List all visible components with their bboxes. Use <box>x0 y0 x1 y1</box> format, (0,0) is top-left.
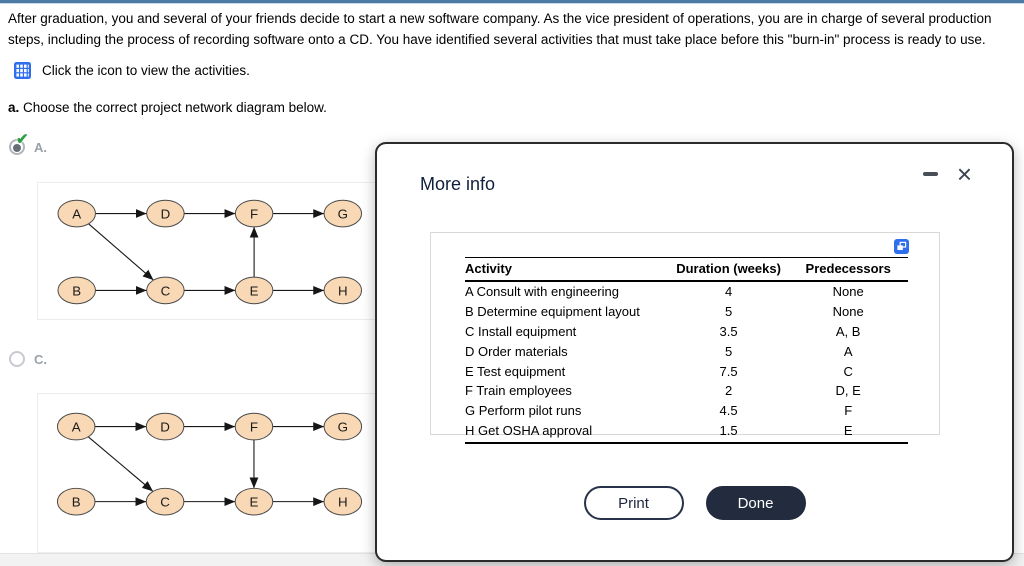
table-row: F Train employees 2 D, E <box>465 381 908 401</box>
table-row: B Determine equipment layout 5 None <box>465 302 908 322</box>
svg-text:C: C <box>160 495 170 510</box>
svg-text:D: D <box>161 207 171 222</box>
close-icon[interactable]: × <box>956 159 972 189</box>
diagram-edge-A-C <box>87 436 154 492</box>
svg-text:B: B <box>72 283 81 298</box>
table-row: E Test equipment 7.5 C <box>465 361 908 381</box>
table-cell: 5 <box>724 343 733 359</box>
diagram-node-E: E <box>234 276 274 305</box>
svg-text:E: E <box>250 283 259 298</box>
question-intro: After graduation, you and several of you… <box>8 11 992 47</box>
header-predecessors: Predecessors <box>788 257 908 282</box>
svg-text:H: H <box>338 283 348 298</box>
diagram-node-H: H <box>323 487 363 516</box>
top-accent-bar <box>0 0 1024 4</box>
table-cell: B Determine equipment layout <box>465 304 640 320</box>
table-cell: C <box>843 363 853 379</box>
more-info-dialog: More info × Activity Duration (weeks) Pr… <box>375 142 1014 562</box>
diagram-node-G: G <box>323 412 363 441</box>
table-cell: 7.5 <box>719 363 738 379</box>
svg-text:D: D <box>160 420 170 435</box>
table-cell: D, E <box>835 383 861 399</box>
diagram-node-C: C <box>145 487 185 516</box>
diagram-node-H: H <box>323 276 363 305</box>
done-button[interactable]: Done <box>705 486 806 520</box>
table-cell: 5 <box>724 304 733 320</box>
dialog-title: More info <box>420 174 496 194</box>
table-cell: A Consult with engineering <box>465 284 619 300</box>
table-cell: None <box>832 304 864 320</box>
table-cell: C Install equipment <box>465 323 577 339</box>
table-cell: G Perform pilot runs <box>465 403 582 419</box>
table-row: A Consult with engineering 4 None <box>465 281 908 302</box>
minimize-icon[interactable] <box>922 172 938 177</box>
print-button[interactable]: Print <box>583 486 684 520</box>
svg-text:B: B <box>72 495 81 510</box>
diagram-node-A: A <box>56 412 96 441</box>
activities-table: Activity Duration (weeks) Predecessors A… <box>465 257 908 444</box>
diagram-node-A: A <box>57 199 96 228</box>
table-row: C Install equipment 3.5 A, B <box>465 322 908 342</box>
table-cell: 4.5 <box>719 403 738 419</box>
svg-text:E: E <box>250 495 259 510</box>
diagram-node-D: D <box>146 199 185 228</box>
radio-selected-dot <box>13 144 21 152</box>
diagram-edge-A-C <box>88 223 154 281</box>
question-text: Choose the correct project network diagr… <box>23 100 327 115</box>
svg-text:F: F <box>250 420 258 435</box>
diagram-node-B: B <box>57 276 96 305</box>
diagram-node-B: B <box>56 487 96 516</box>
table-cell: 3.5 <box>719 323 738 339</box>
table-header-row: Activity Duration (weeks) Predecessors <box>465 257 908 282</box>
table-cell: 2 <box>724 383 733 399</box>
diagram-node-G: G <box>323 199 363 228</box>
diagram-node-C: C <box>146 276 185 305</box>
answer-option-a[interactable]: ✔ A. <box>9 132 47 155</box>
diagram-node-E: E <box>234 487 274 516</box>
table-cell: F <box>844 403 853 419</box>
table-cell: 4 <box>724 284 733 300</box>
question-prompt: a. Choose the correct project network di… <box>8 100 327 115</box>
diagram-node-F: F <box>234 412 274 441</box>
table-cell: H Get OSHA approval <box>465 420 669 444</box>
svg-text:C: C <box>161 283 171 298</box>
table-cell: E Test equipment <box>465 363 566 379</box>
radio-option-a[interactable]: ✔ <box>9 132 29 155</box>
option-a-label: A. <box>34 139 47 155</box>
svg-text:G: G <box>338 207 348 222</box>
table-cell: E <box>788 420 908 444</box>
svg-text:A: A <box>72 420 81 435</box>
copy-icon[interactable] <box>894 239 909 254</box>
table-cell: D Order materials <box>465 343 568 359</box>
icon-instruction-text: Click the icon to view the activities. <box>42 63 250 78</box>
diagram-node-F: F <box>234 199 274 228</box>
svg-text:H: H <box>338 495 348 510</box>
table-cell: F Train employees <box>465 383 572 399</box>
table-cell: 1.5 <box>668 420 789 444</box>
svg-text:G: G <box>338 420 348 435</box>
option-c-label: C. <box>34 351 47 367</box>
table-cell: A <box>843 343 853 359</box>
question-letter: a. <box>8 100 20 115</box>
header-duration: Duration (weeks) <box>668 257 789 282</box>
svg-text:A: A <box>72 207 81 222</box>
answer-option-c[interactable]: C. <box>9 351 47 367</box>
radio-option-c[interactable] <box>9 351 25 367</box>
correct-check-icon: ✔ <box>16 131 29 148</box>
diagram-node-D: D <box>145 412 185 441</box>
table-row: D Order materials 5 A <box>465 341 908 361</box>
table-cell: None <box>832 284 864 300</box>
table-cell: A, B <box>835 323 861 339</box>
activities-table-card: Activity Duration (weeks) Predecessors A… <box>430 232 940 444</box>
activities-table-icon[interactable] <box>14 62 31 79</box>
header-activity: Activity <box>465 257 669 282</box>
svg-text:F: F <box>250 207 258 222</box>
table-row: G Perform pilot runs 4.5 F <box>465 401 908 421</box>
